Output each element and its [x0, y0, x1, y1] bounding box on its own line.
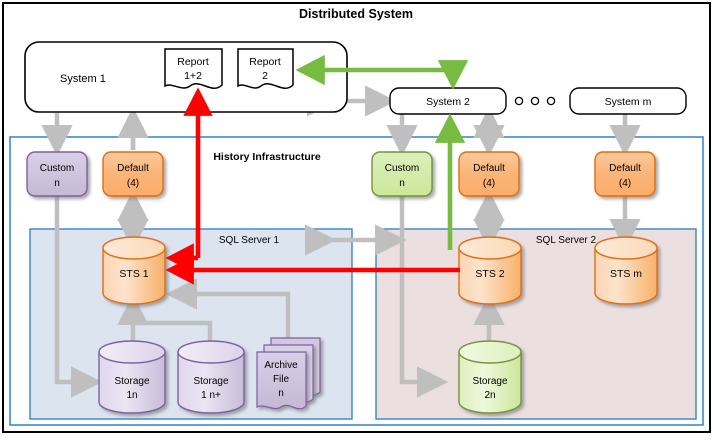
storage-1n-cylinder[interactable] [98, 340, 166, 414]
archive-file-label-line1: Archive [264, 360, 298, 371]
sts-1-cylinder[interactable] [102, 236, 166, 305]
storage-2n-cylinder[interactable] [458, 340, 522, 414]
custom-n-2-label-line1: Custom [385, 163, 419, 174]
sts-2-label: STS 2 [475, 268, 504, 280]
diagram-title: Distributed System [299, 7, 413, 21]
report-2-shape[interactable] [237, 48, 294, 89]
default-4-2-label-line1: Default [473, 163, 505, 174]
storage-2n-label-line1: Storage [472, 376, 507, 387]
report-1-2-label-line2: 1+2 [184, 70, 202, 82]
sql-server-2-title: SQL Server 2 [536, 235, 597, 246]
archive-file-label-line3: n [278, 388, 284, 399]
default-4-1-label-line2: (4) [127, 178, 139, 189]
default-4-1-box[interactable] [102, 151, 164, 197]
green-arrows [295, 54, 469, 250]
storage-1n-plus-label-line1: Storage [193, 376, 228, 387]
storage-2n-label-line2: 2n [484, 390, 495, 401]
report-2-label-line1: Report [249, 56, 281, 68]
storage-1n-plus-cylinder[interactable] [177, 340, 245, 414]
gray-connectors [41, 85, 641, 398]
custom-n-2-label-line2: n [399, 178, 405, 189]
default-4-1-label-line1: Default [117, 163, 149, 174]
default-4-2-label-line2: (4) [483, 178, 495, 189]
system-m-box[interactable] [569, 87, 687, 115]
report-1-2-shape[interactable] [164, 48, 223, 89]
system-2-label: System 2 [426, 96, 470, 108]
storage-1n-label-line2: 1n [126, 390, 137, 401]
custom-n-1-box[interactable] [26, 151, 88, 197]
history-infrastructure-container [9, 136, 704, 426]
sql-server-1-title: SQL Server 1 [219, 235, 280, 246]
red-arrows [165, 87, 460, 285]
ellipsis-dots [514, 96, 556, 106]
default-4-m-box[interactable] [594, 151, 656, 197]
archive-file-label-line2: File [273, 374, 290, 385]
report-2-label-line2: 2 [262, 70, 268, 82]
sts-1-label: STS 1 [119, 268, 148, 280]
default-4-m-label-line1: Default [609, 163, 641, 174]
sts-2-cylinder[interactable] [458, 236, 522, 305]
outer-frame [2, 2, 711, 433]
system-1-label: System 1 [60, 73, 106, 85]
sts-m-label: STS m [610, 268, 642, 280]
custom-n-2-box[interactable] [371, 151, 433, 197]
storage-1n-label-line1: Storage [114, 376, 149, 387]
storage-1n-plus-label-line2: 1 n+ [201, 390, 221, 401]
archive-file-stack[interactable] [256, 337, 321, 410]
sts-m-cylinder[interactable] [594, 236, 658, 305]
custom-n-1-label-line1: Custom [40, 163, 74, 174]
report-1-2-label-line1: Report [177, 56, 209, 68]
history-infrastructure-title: History Infrastructure [213, 151, 321, 163]
custom-n-1-label-line2: n [54, 178, 60, 189]
system-m-label: System m [605, 96, 652, 108]
default-4-m-label-line2: (4) [619, 178, 631, 189]
default-4-2-box[interactable] [458, 151, 520, 197]
